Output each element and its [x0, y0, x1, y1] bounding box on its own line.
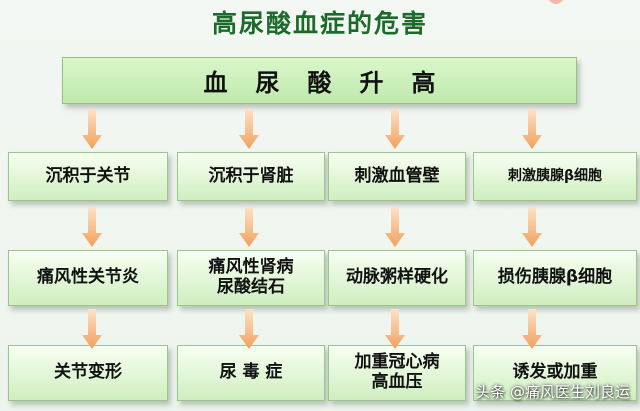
- arrow-down-icon: [239, 207, 259, 247]
- box-col2-row2-line1: 痛风性肾病: [208, 257, 294, 278]
- box-col3-row1-label: 刺激血管壁: [354, 165, 440, 186]
- box-col3-row3-line2: 高血压: [371, 372, 423, 392]
- arrow-down-icon: [239, 109, 259, 149]
- page-title: 高尿酸血症的危害: [211, 9, 428, 38]
- arrow-down-icon: [82, 309, 102, 349]
- box-col1-row3: 关节变形: [8, 345, 168, 401]
- arrow-down-icon: [239, 309, 259, 349]
- box-col4-row2: 损伤胰腺β细胞: [473, 250, 637, 306]
- box-col3-row3: 加重冠心病 高血压: [328, 345, 466, 401]
- arrow-down-icon: [522, 207, 542, 247]
- box-col1-row1: 沉积于关节: [8, 152, 168, 201]
- box-col4-row1-label: 刺激胰腺β细胞: [507, 168, 603, 185]
- arrow-down-icon: [385, 207, 405, 247]
- arrow-down-icon: [82, 109, 102, 149]
- arrow-down-icon: [522, 309, 542, 349]
- box-col2-row3: 尿 毒 症: [177, 345, 325, 401]
- box-col2-row1-label: 沉积于肾脏: [208, 165, 294, 186]
- box-col1-row3-label: 关节变形: [54, 362, 122, 383]
- box-col2-row1: 沉积于肾脏: [177, 152, 325, 201]
- watermark: 头条 @痛风医生刘良运: [475, 383, 630, 401]
- box-col3-row1: 刺激血管壁: [328, 152, 466, 201]
- top-box-blood-uric-acid: 血尿酸升高: [62, 57, 577, 104]
- arrow-down-icon: [82, 207, 102, 247]
- arrow-down-icon: [385, 109, 405, 149]
- box-col4-row1: 刺激胰腺β细胞: [473, 152, 637, 201]
- box-col4-row2-label: 损伤胰腺β细胞: [497, 267, 613, 288]
- box-col1-row2-label: 痛风性关节炎: [37, 267, 139, 288]
- arrow-down-icon: [522, 109, 542, 149]
- box-col4-row3-label: 诱发或加重: [512, 362, 598, 383]
- arrow-down-icon: [385, 309, 405, 349]
- decorative-dot: [548, 0, 564, 4]
- box-col3-row2: 动脉粥样硬化: [328, 250, 466, 306]
- box-col1-row2: 痛风性关节炎: [8, 250, 168, 306]
- box-col3-row3-line1: 加重冠心病: [354, 352, 440, 373]
- box-col2-row2: 痛风性肾病 尿酸结石: [177, 250, 325, 306]
- box-col1-row1-label: 沉积于关节: [45, 165, 131, 186]
- box-col3-row2-label: 动脉粥样硬化: [346, 267, 448, 288]
- box-col2-row3-label: 尿 毒 症: [219, 362, 283, 383]
- box-col2-row2-line2: 尿酸结石: [217, 277, 285, 297]
- box-col4-row3: 诱发或加重: [473, 345, 637, 401]
